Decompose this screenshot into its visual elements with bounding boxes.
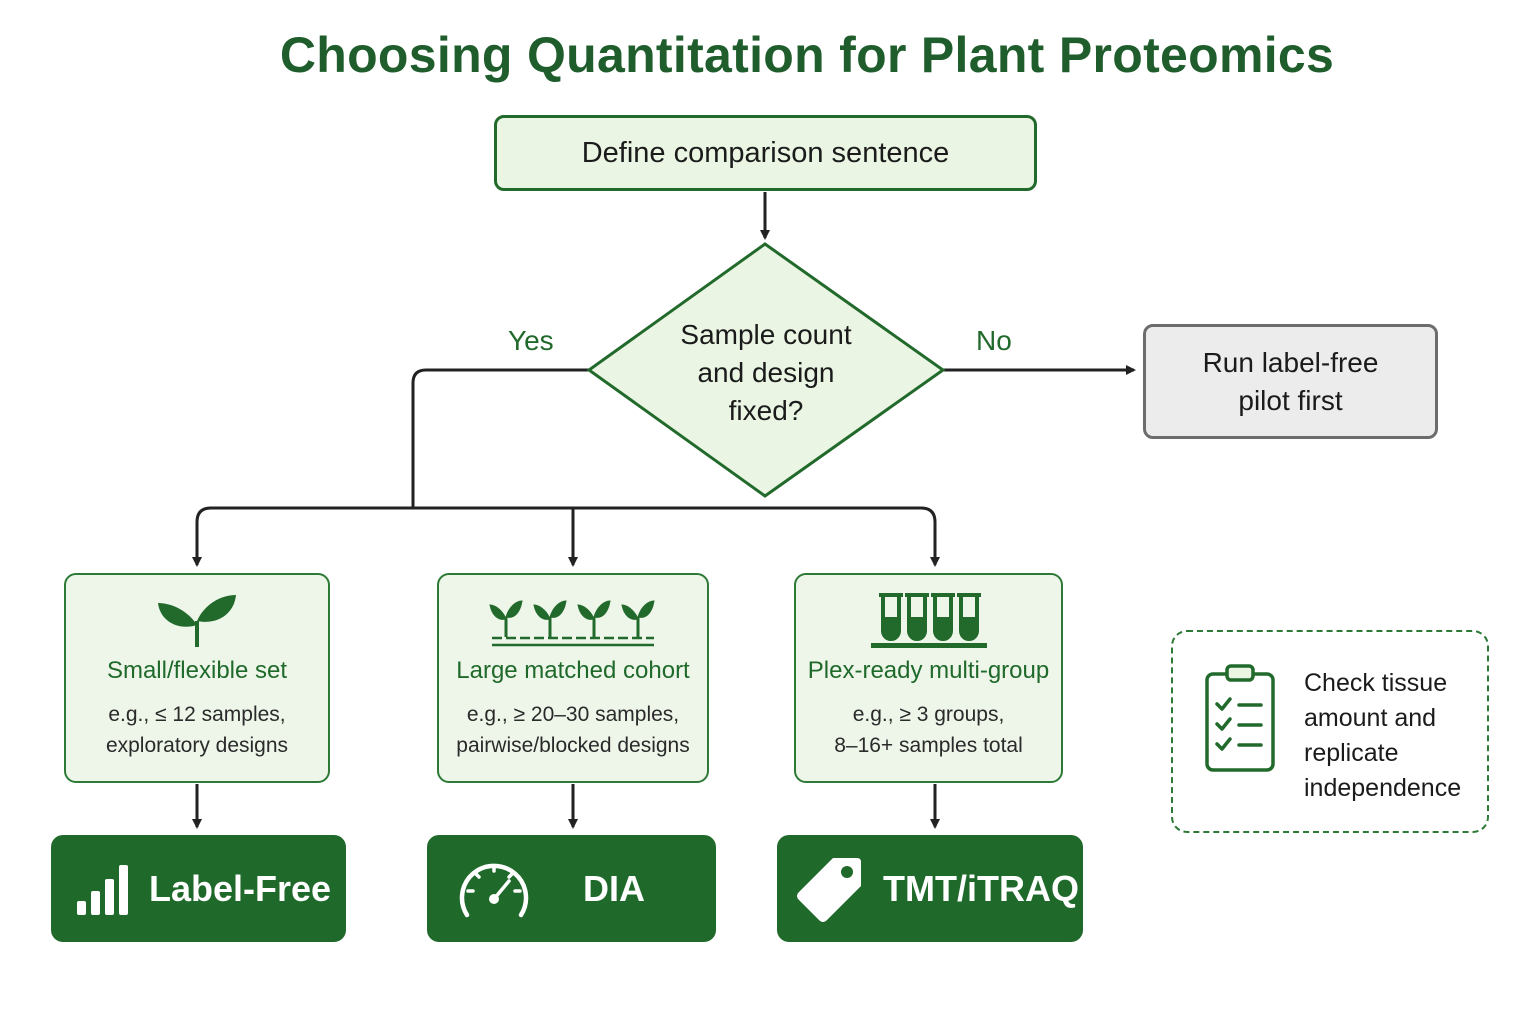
seedling-row-icon xyxy=(439,591,707,649)
option-desc-line: e.g., ≥ 3 groups, xyxy=(852,703,1005,726)
note-line: Check tissue xyxy=(1304,669,1448,697)
option-small-flexible: Small/flexible set e.g., ≤ 12 samples, e… xyxy=(64,573,330,783)
note-line: replicate xyxy=(1304,739,1399,767)
start-label: Define comparison sentence xyxy=(581,136,950,169)
test-tubes-icon xyxy=(796,591,1061,649)
note-line: independence xyxy=(1304,774,1462,802)
option-desc-line: e.g., ≥ 20–30 samples, xyxy=(466,703,680,726)
decision-line: fixed? xyxy=(728,395,804,426)
option-title: Plex-ready multi-group xyxy=(807,657,1050,684)
yes-label: Yes xyxy=(508,325,554,356)
decision-diamond xyxy=(586,242,946,498)
note-text: Check tissue amount and replicate indepe… xyxy=(1304,666,1484,806)
option-description: e.g., ≥ 3 groups, 8–16+ samples total xyxy=(796,699,1061,761)
pilot-box: Run label-free pilot first xyxy=(1143,324,1438,439)
option-plex-ready: Plex-ready multi-group e.g., ≥ 3 groups,… xyxy=(794,573,1063,783)
arrow-to-small xyxy=(192,506,212,567)
method-dia: DIA xyxy=(427,835,716,942)
start-box: Define comparison sentence xyxy=(494,115,1037,191)
pilot-line: Run label-free xyxy=(1202,346,1379,378)
clipboard-checklist-icon xyxy=(1203,662,1277,779)
note-box: Check tissue amount and replicate indepe… xyxy=(1171,630,1489,833)
arrow-to-plex xyxy=(920,506,940,567)
method-label-free: Label-Free xyxy=(51,835,346,942)
tag-icon xyxy=(795,835,863,942)
pilot-line: pilot first xyxy=(1238,384,1343,416)
decision-line: and design xyxy=(697,357,835,388)
method-label: Label-Free xyxy=(149,867,332,909)
option-desc-line: pairwise/blocked designs xyxy=(456,734,690,757)
bar-signal-icon xyxy=(75,835,131,942)
seedling-icon xyxy=(66,591,328,649)
method-label: DIA xyxy=(583,867,645,909)
option-desc-line: 8–16+ samples total xyxy=(834,734,1023,757)
note-line: amount and xyxy=(1304,704,1437,732)
method-tmt-itraq: TMT/iTRAQ xyxy=(777,835,1083,942)
no-label: No xyxy=(976,325,1012,356)
option-title: Small/flexible set xyxy=(106,657,288,684)
option-desc-line: e.g., ≤ 12 samples, xyxy=(108,703,286,726)
method-label: TMT/iTRAQ xyxy=(883,867,1079,909)
speedometer-icon xyxy=(457,835,531,942)
option-large-cohort: Large matched cohort e.g., ≥ 20–30 sampl… xyxy=(437,573,709,783)
line-yes-branch xyxy=(411,368,590,508)
decision-line: Sample count xyxy=(680,319,852,350)
page-title: Choosing Quantitation for Plant Proteomi… xyxy=(279,27,1335,83)
option-desc-line: exploratory designs xyxy=(105,734,289,757)
option-description: e.g., ≥ 20–30 samples, pairwise/blocked … xyxy=(439,699,707,761)
option-description: e.g., ≤ 12 samples, exploratory designs xyxy=(66,699,328,761)
decision-label: Sample count and design fixed? xyxy=(640,316,892,430)
option-title: Large matched cohort xyxy=(456,657,690,684)
